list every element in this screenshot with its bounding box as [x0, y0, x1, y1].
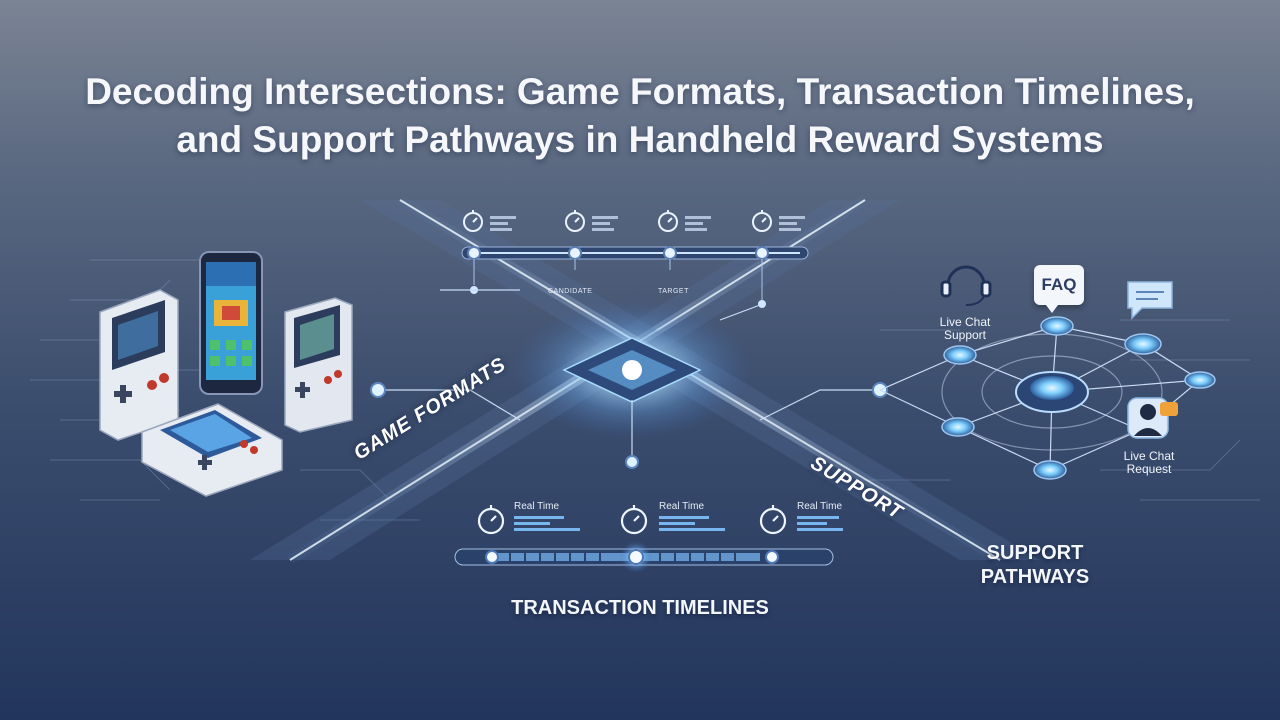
stopwatch-icon — [477, 505, 787, 535]
section-label-support-pathways-line2: PATHWAYS — [980, 566, 1090, 588]
stopwatch-icon — [463, 210, 772, 232]
section-label-support-pathways-line1: SUPPORT — [986, 542, 1084, 564]
node-label-line: Request — [1126, 462, 1172, 476]
timeline-stage-label: Real Time — [797, 501, 843, 512]
timeline-stage-label: Real Time — [659, 501, 705, 512]
timeline-stage-label: Real Time — [514, 501, 560, 512]
node-label-line: Support — [943, 328, 987, 342]
page-title: Decoding Intersections: Game Formats, Tr… — [0, 68, 1280, 164]
title-line-2: and Support Pathways in Handheld Reward … — [176, 119, 1104, 160]
hub-connectors — [378, 289, 880, 462]
circuit-lines-left — [30, 259, 420, 521]
node-label-live-chat-request: Live Chat Request — [1114, 450, 1184, 476]
top-transaction-timeline — [461, 210, 809, 308]
user-chat-icon — [1127, 397, 1178, 439]
support-nodes — [941, 316, 1216, 480]
faq-bubble-icon: FAQ — [1034, 265, 1084, 313]
node-label-live-chat-support: Live Chat Support — [930, 316, 1000, 342]
handheld-console-icon — [141, 403, 283, 497]
section-label-transaction-timelines: TRANSACTION TIMELINES — [511, 597, 769, 619]
central-intersection-hub — [512, 300, 752, 440]
smartphone-icon — [199, 251, 263, 395]
bottom-transaction-timeline — [454, 505, 843, 573]
headset-icon — [940, 265, 992, 306]
chat-bubble-icon — [1127, 281, 1173, 320]
top-timeline-tick-label: CANDIDATE — [548, 288, 593, 295]
node-label-line: Live Chat — [939, 315, 991, 329]
section-label-support-pathways: SUPPORT PATHWAYS — [970, 541, 1100, 589]
handheld-console-icon — [99, 289, 179, 441]
top-timeline-tick-label: TARGET — [658, 288, 689, 295]
node-label-line: Live Chat — [1123, 449, 1175, 463]
handheld-console-icon — [284, 297, 353, 433]
title-line-1: Decoding Intersections: Game Formats, Tr… — [85, 71, 1195, 112]
